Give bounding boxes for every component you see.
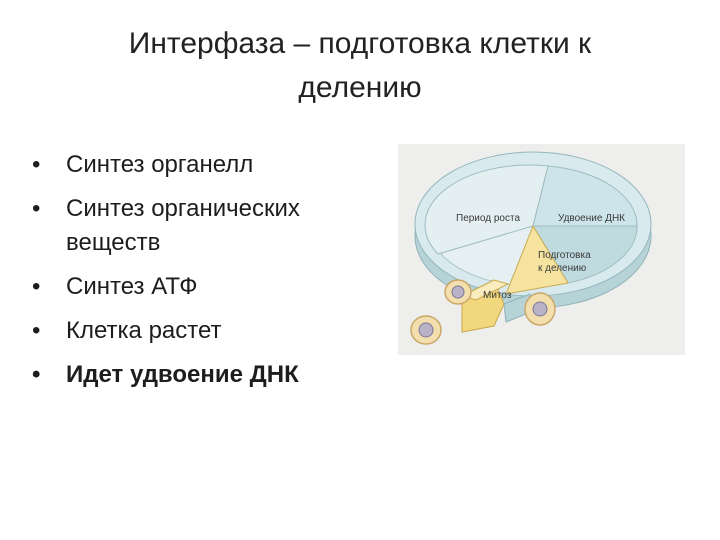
cell-icon <box>444 279 472 305</box>
slide-title: Интерфаза – подготовка клетки к делению <box>50 22 670 110</box>
prep-sector <box>532 225 638 284</box>
label-growth-period: Период роста <box>456 213 520 224</box>
cell-cycle-svg: Период роста Удвоение ДНК Подготовка к д… <box>410 151 652 345</box>
bullet-dot-icon: • <box>32 195 41 222</box>
label-dna-replication: Удвоение ДНК <box>558 213 625 224</box>
mitosis-sector <box>505 224 569 295</box>
bullet-dot-icon: • <box>32 317 41 344</box>
bullet-item: • Синтез органелл <box>28 148 388 182</box>
bullet-item: • Клетка растет <box>28 314 388 348</box>
bullet-list: • Синтез органелл • Синтез органических … <box>28 148 388 402</box>
label-mitosis: Митоз <box>483 290 512 301</box>
dna-sector <box>532 165 638 227</box>
cell-cycle-diagram: Период роста Удвоение ДНК Подготовка к д… <box>398 144 685 355</box>
cell-icon <box>524 292 556 326</box>
bullet-dot-icon: • <box>32 361 41 388</box>
bullet-text: Идет удвоение ДНК <box>66 361 299 388</box>
bullet-item-highlighted: • Идет удвоение ДНК <box>28 358 388 392</box>
title-line-2: делению <box>298 71 422 104</box>
bullet-item: • Синтез органических веществ <box>28 192 388 260</box>
bullet-dot-icon: • <box>32 151 41 178</box>
bullet-text: Синтез органелл <box>66 151 254 178</box>
label-division-prep-1: Подготовка <box>538 250 591 261</box>
bullet-text: Синтез органических <box>66 195 300 222</box>
title-line-1: Интерфаза – подготовка клетки к <box>128 27 592 60</box>
bullet-text: Синтез АТФ <box>66 273 198 300</box>
growth-sector <box>424 164 549 255</box>
mitosis-block-top <box>460 279 510 301</box>
cell-icon <box>410 315 442 345</box>
bullet-item: • Синтез АТФ <box>28 270 388 304</box>
label-division-prep-2: к делению <box>538 263 587 274</box>
bullet-text: Клетка растет <box>66 317 222 344</box>
bullet-text-continuation: веществ <box>66 229 161 256</box>
bullet-dot-icon: • <box>32 273 41 300</box>
